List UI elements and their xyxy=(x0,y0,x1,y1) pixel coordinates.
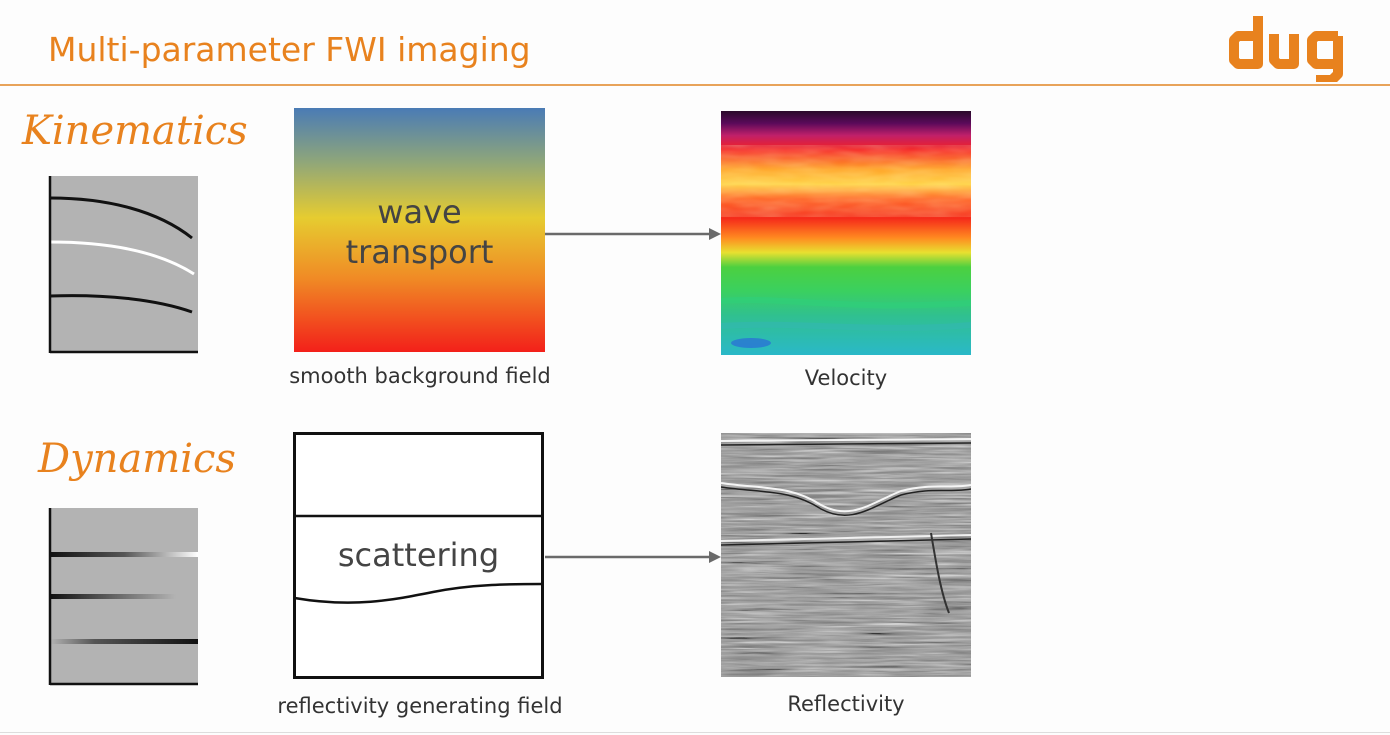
dynamics-reflectors-diagram xyxy=(48,508,200,688)
title-divider xyxy=(0,84,1390,86)
dynamics-arrow xyxy=(545,547,723,567)
reflectivity-generating-caption: reflectivity generating field xyxy=(250,694,590,718)
smooth-background-caption: smooth background field xyxy=(270,364,570,388)
page-title: Multi-parameter FWI imaging xyxy=(48,30,531,69)
dynamics-label: Dynamics xyxy=(38,436,236,482)
velocity-caption: Velocity xyxy=(721,366,971,390)
logo-text: dug xyxy=(1228,10,1230,11)
bottom-divider xyxy=(0,732,1390,733)
wave-transport-label: wave transport xyxy=(294,192,545,272)
scattering-label: scattering xyxy=(293,535,544,575)
velocity-model-image xyxy=(721,111,971,355)
kinematics-curves-diagram xyxy=(48,176,200,356)
wave-text: wave xyxy=(294,192,545,232)
reflectivity-image xyxy=(721,433,971,677)
transport-text: transport xyxy=(294,232,545,272)
kinematics-arrow xyxy=(545,224,723,244)
dug-logo: dug xyxy=(1228,10,1350,82)
kinematics-label: Kinematics xyxy=(22,108,248,154)
reflectivity-caption: Reflectivity xyxy=(721,692,971,716)
